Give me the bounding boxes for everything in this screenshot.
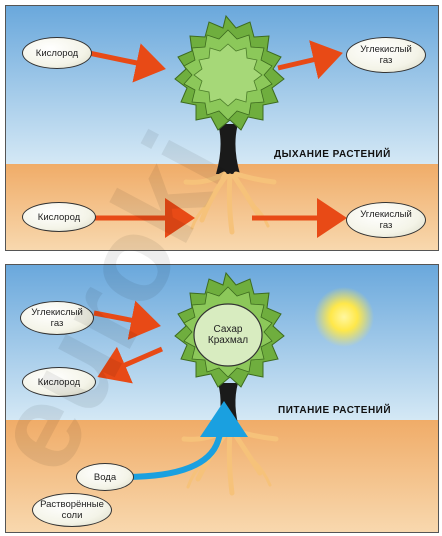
oxygen-label-soil: Кислород: [22, 202, 96, 232]
respiration-title: ДЫХАНИЕ РАСТЕНИЙ: [274, 149, 391, 160]
respiration-panel: Кислород Углекислый газ Кислород Углекис…: [5, 5, 439, 251]
water-label: Вода: [76, 463, 134, 491]
co2-label-top: Углекислый газ: [346, 37, 426, 73]
arrow-co2-from-tree: [277, 40, 343, 80]
co2-label-soil: Углекислый газ: [346, 202, 426, 238]
sun-icon: [314, 287, 374, 347]
mineral-salts-label: Растворённые соли: [32, 493, 112, 527]
oxygen-label-top: Кислород: [22, 37, 92, 69]
tree-trunk: [216, 124, 240, 174]
nutrition-title: ПИТАНИЕ РАСТЕНИЙ: [278, 405, 392, 416]
co2-label: Углекислый газ: [20, 301, 94, 335]
arrow-co2-to-tree: [93, 300, 161, 340]
arrow-oxygen-to-tree: [83, 43, 166, 83]
chloroplast-oval: [193, 303, 263, 367]
arrow-oxygen-from-tree: [97, 346, 163, 384]
oxygen-label: Кислород: [22, 367, 96, 397]
arrow-water-up: [123, 401, 248, 480]
tree-crown: [174, 14, 285, 131]
sugar-starch-label: Сахар Крахмал: [207, 324, 249, 346]
nutrition-panel: Углекислый газ Кислород Сахар Крахмал Во…: [5, 264, 439, 533]
